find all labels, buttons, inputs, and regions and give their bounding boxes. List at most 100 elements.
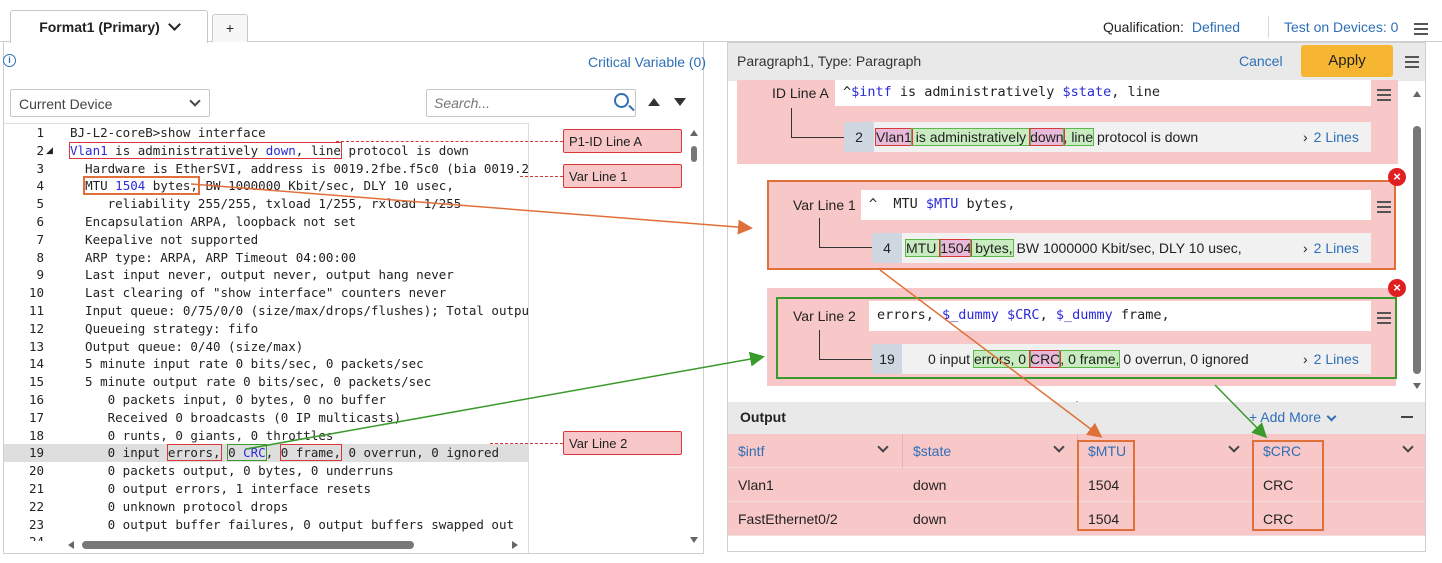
code-line: 6 Encapsulation ARPA, loopback not set [36,214,356,229]
horizontal-scrollbar-thumb[interactable] [82,541,414,549]
tab-format1-primary[interactable]: Format1 (Primary) [10,10,208,43]
output-title: Output [740,409,786,425]
scroll-down-icon[interactable] [690,537,698,543]
scroll-down-icon[interactable] [1413,383,1421,389]
expand-lines-link[interactable]: ›2 Lines [1303,351,1359,367]
match-errors: errors, [166,444,222,462]
line-number: 4 [872,233,902,263]
divider [1268,16,1269,38]
column-header-intf[interactable]: $intf [738,443,765,459]
remove-icon[interactable]: × [1388,279,1406,297]
cell-crc: CRC [1263,511,1294,527]
code-line-2-text: Vlan1 is administratively down, line pro… [69,141,469,159]
leader-line [336,141,563,142]
cell-mtu: 1504 [1088,511,1120,527]
code-line: 2◢Vlan1 is administratively down, line p… [36,141,469,159]
annotation-id-line-a: P1-ID Line A [563,129,682,153]
var-line-2-sample [872,344,1371,374]
code-line: 13 Output queue: 0/40 (size/max) [28,338,304,354]
var-line-2-regex-input[interactable]: errors, $_dummy $CRC, $_dummy frame, [869,301,1371,331]
column-header-crc[interactable]: $CRC [1263,443,1302,459]
arrow-mtu [879,269,1103,438]
remove-icon[interactable]: × [1388,168,1406,186]
cancel-button[interactable]: Cancel [1239,53,1283,69]
column-header-state[interactable]: $state [913,443,952,459]
table-row[interactable]: Vlan1 down 1504 CRC [728,468,1425,502]
line-number: 2 [844,122,874,152]
code-line: 17 Received 0 broadcasts (0 IP multicast… [28,409,402,425]
divider [902,434,903,468]
qualification-value-link[interactable]: Defined [1191,19,1241,35]
match-frame: 0 frame, [279,444,342,462]
cell-state: down [913,511,947,527]
qualification-label: Qualification: [1103,19,1184,35]
arrow-var-line-2 [245,351,765,450]
fold-icon[interactable]: ◢ [46,144,53,155]
cell-crc: CRC [1263,477,1294,493]
crc-column-highlight [1252,440,1324,531]
code-line: 7 Keepalive not supported [36,231,259,247]
device-select-value: Current Device [19,96,113,112]
code-line: 3 Hardware is EtherSVI, address is 0019.… [36,160,528,176]
search-icon[interactable] [614,93,629,108]
device-select[interactable]: Current Device [10,89,210,117]
column-header-mtu[interactable]: $MTU [1088,443,1127,459]
cell-state: down [913,477,947,493]
scroll-up-icon[interactable] [1413,91,1421,97]
previous-match-icon[interactable] [648,98,660,106]
expand-lines-link[interactable]: ›2 Lines [1303,240,1359,256]
var-line-1-regex-input[interactable]: ^ MTU $MTU bytes, [861,190,1371,220]
annotation-var-line-1: Var Line 1 [563,164,682,188]
code-line: 23 0 output buffer failures, 0 output bu… [28,516,515,532]
collapse-icon[interactable] [1401,416,1413,418]
test-on-devices-link[interactable]: Test on Devices: 0 [1284,19,1399,35]
tab-label: Format1 (Primary) [39,19,160,35]
divider [528,123,529,553]
expand-lines-link[interactable]: ›2 Lines [1303,129,1359,145]
apply-button[interactable]: Apply [1301,45,1393,77]
code-line: 21 0 output errors, 1 interface resets [28,481,372,496]
leader-line [520,176,563,177]
tree-connector [791,108,845,138]
menu-icon[interactable] [1377,312,1391,314]
add-more-button[interactable]: + Add More [1249,409,1337,425]
menu-icon[interactable] [1405,56,1419,58]
scroll-left-icon[interactable] [68,541,74,549]
id-line-regex-input[interactable]: ^$intf is administratively $state, line [835,80,1371,106]
sample-text: MTU 1504 bytes, BW 1000000 Kbit/sec, DLY… [904,239,1242,257]
qualification: Qualification: Defined [1103,19,1240,35]
cell-intf: FastEthernet0/2 [738,511,838,527]
scroll-up-icon[interactable] [690,130,698,136]
code-line: 16 0 packets input, 0 bytes, 0 no buffer [28,392,387,407]
scrollbar-thumb[interactable] [691,146,697,162]
id-line-label: ID Line A [772,85,829,101]
next-match-icon[interactable] [674,98,686,106]
sample-text: Vlan1 is administratively down, line pro… [875,128,1199,146]
menu-icon[interactable] [1377,201,1391,203]
code-line: 10 Last clearing of "show interface" cou… [28,285,447,301]
leader-line [490,443,563,444]
menu-icon[interactable] [1414,23,1428,25]
code-line: 11 Input queue: 0/75/0/0 (size/max/drops… [28,303,528,318]
arrow-crc [1214,384,1268,439]
critical-variable-link[interactable]: Critical Variable (0) [588,54,706,70]
menu-icon[interactable] [1377,89,1391,91]
code-line: 22 0 unknown protocol drops [28,498,289,514]
line-number: 19 [872,344,902,374]
tree-connector [819,330,873,360]
code-line: 20 0 packets output, 0 bytes, 0 underrun… [28,463,394,479]
add-tab-button[interactable]: + [212,14,248,42]
info-icon[interactable]: i [3,54,16,67]
annotation-var-line-2: Var Line 2 [563,431,682,455]
mtu-column-highlight [1077,440,1135,531]
output-header-row: $intf $state $MTU $CRC [728,434,1425,468]
match-id-line-a: Vlan1 is administratively down, line [69,141,342,159]
top-bar [0,0,1442,42]
scrollbar-thumb[interactable] [1413,126,1421,374]
var-line-1-label: Var Line 1 [793,197,856,213]
scroll-right-icon[interactable] [512,541,518,549]
search-input[interactable] [426,89,636,117]
